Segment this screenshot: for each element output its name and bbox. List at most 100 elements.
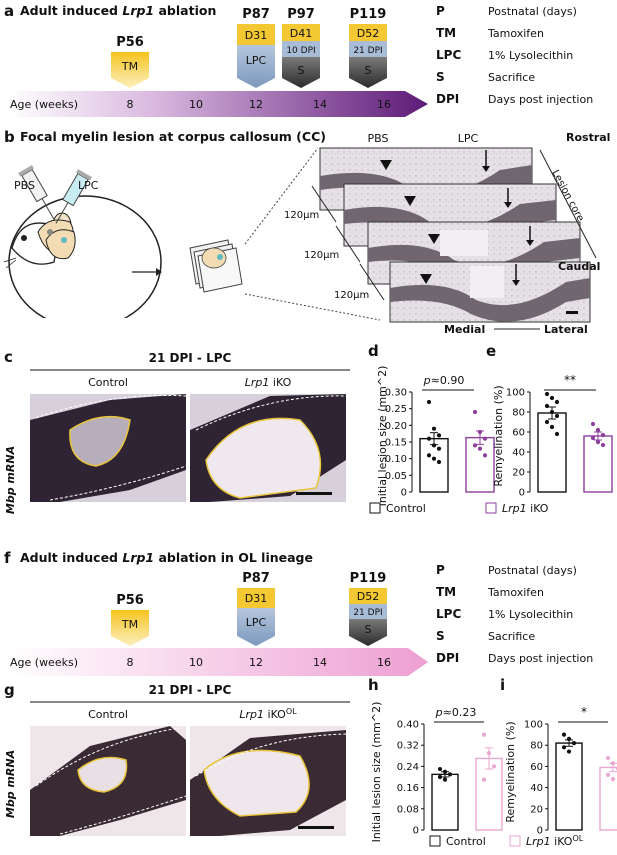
data-point	[447, 772, 453, 777]
y-tick-label: 100	[524, 720, 543, 731]
data-point	[426, 453, 432, 458]
panel-c: c 21 DPI - LPC Control Lrp1 iKO Mbp mRNA	[4, 348, 350, 514]
data-point	[549, 395, 555, 401]
legend-ko-swatch	[509, 835, 521, 847]
legend-ko-swatch	[485, 502, 497, 514]
data-point	[482, 436, 488, 441]
label-lpc: LPC	[78, 179, 99, 192]
data-point	[437, 774, 443, 780]
micrograph-ko	[190, 726, 347, 836]
data-point	[426, 436, 432, 441]
data-point	[436, 459, 442, 465]
bar	[555, 742, 583, 831]
timeline-tick: 12	[249, 656, 263, 669]
brain-slices-icon	[189, 239, 243, 293]
panel-i-letter: i	[500, 676, 505, 694]
chart-d: 00.050.100.150.200.250.30	[385, 388, 495, 499]
legend-value: Sacrifice	[488, 630, 535, 643]
data-point	[595, 427, 601, 433]
micrograph-control	[30, 394, 187, 502]
ko-label: Lrp1 iKO	[245, 376, 292, 389]
y-tick-label: 80	[530, 741, 543, 752]
arrow-head-icon	[156, 268, 162, 276]
y-tick-label: 0	[413, 826, 419, 837]
panel-e-ylabel: Remyelination (%)	[492, 385, 505, 486]
data-point	[595, 439, 601, 445]
legend-value: 1% Lysolecithin	[488, 49, 573, 62]
data-point	[600, 442, 606, 448]
zoom-line	[244, 293, 381, 321]
y-tick-label: 0.30	[385, 388, 407, 399]
event-day: P56	[116, 35, 144, 50]
panel-g-ylabel: Mbp mRNA	[4, 750, 17, 818]
data-point	[431, 456, 437, 461]
bar	[537, 412, 567, 493]
spacing-label: 120µm	[334, 290, 369, 301]
event-label: LPC	[246, 616, 267, 629]
event-day-box	[349, 588, 387, 604]
data-point	[544, 391, 550, 397]
legend-key: P	[436, 563, 445, 577]
data-point	[477, 446, 483, 451]
data-point	[605, 772, 611, 777]
event-label: LPC	[246, 54, 267, 67]
event-sacrifice-marker	[282, 57, 320, 88]
event-day-box	[237, 24, 275, 45]
timeline-tick: 8	[127, 656, 134, 669]
timeline-tick: 10	[189, 98, 203, 111]
y-tick-label: 0.08	[397, 804, 419, 815]
panel-g: g 21 DPI - LPC Control Lrp1 iKOOL Mbp mR…	[4, 681, 350, 836]
section-label-pbs: PBS	[368, 132, 389, 145]
legend-control-swatch	[369, 502, 381, 514]
timeline-tick: 16	[377, 656, 391, 669]
timeline-label: Age (weeks)	[10, 656, 78, 669]
event-tm-marker	[111, 52, 149, 88]
data-point	[605, 755, 611, 761]
data-point	[600, 432, 606, 438]
data-point	[426, 399, 432, 405]
event-label: 21 DPI	[353, 46, 382, 56]
legend-value: Tamoxifen	[487, 27, 544, 40]
event-sacrifice-marker	[349, 57, 387, 88]
legend-value: Postnatal (days)	[488, 564, 577, 577]
y-tick-label: 40	[512, 448, 525, 459]
data-point	[549, 424, 555, 430]
pbs-site-marker-icon	[420, 274, 432, 284]
arrow-head-icon	[482, 166, 534, 286]
panel-f-letter: f	[4, 549, 11, 567]
event-sacrifice-marker	[349, 619, 387, 646]
event-label: D31	[245, 592, 267, 605]
panel-h: h Initial lesion size (mm^2) 00.080.160.…	[368, 676, 503, 842]
timeline-arrow	[8, 91, 428, 117]
legend-f: P Postnatal (days) TM Tamoxifen LPC 1% L…	[436, 563, 593, 665]
data-point	[442, 769, 448, 774]
legend-ce: Control Lrp1 iKO	[369, 502, 549, 515]
event-day: P119	[350, 571, 387, 586]
label-lateral: Lateral	[544, 323, 588, 336]
ko-label: Lrp1 iKOOL	[239, 707, 297, 721]
legend-key: DPI	[436, 92, 459, 106]
section-spacing: 120µm 120µm 120µm	[284, 185, 385, 301]
timeline-tick: 8	[127, 98, 134, 111]
spacing-label: 120µm	[304, 250, 339, 261]
panel-d-letter: d	[368, 342, 379, 360]
syringe-lpc-icon	[55, 169, 92, 224]
event-dpi-box	[282, 41, 320, 57]
bar	[431, 773, 459, 831]
y-tick-label: 60	[512, 428, 525, 439]
y-tick-label: 0.40	[397, 720, 419, 731]
data-point	[486, 751, 492, 756]
legend-hi: Control Lrp1 iKOOL	[429, 834, 584, 848]
event-day: P119	[350, 7, 387, 22]
panel-a-title: Adult induced Lrp1 ablation	[20, 3, 216, 18]
event-day: P87	[242, 571, 270, 586]
data-point	[431, 426, 437, 431]
event-day-box	[349, 24, 387, 41]
event-label: D41	[290, 27, 312, 40]
data-point	[442, 777, 448, 782]
panel-a: a Adult induced Lrp1 ablation Age (weeks…	[4, 2, 593, 117]
y-tick-label: 20	[512, 468, 525, 479]
